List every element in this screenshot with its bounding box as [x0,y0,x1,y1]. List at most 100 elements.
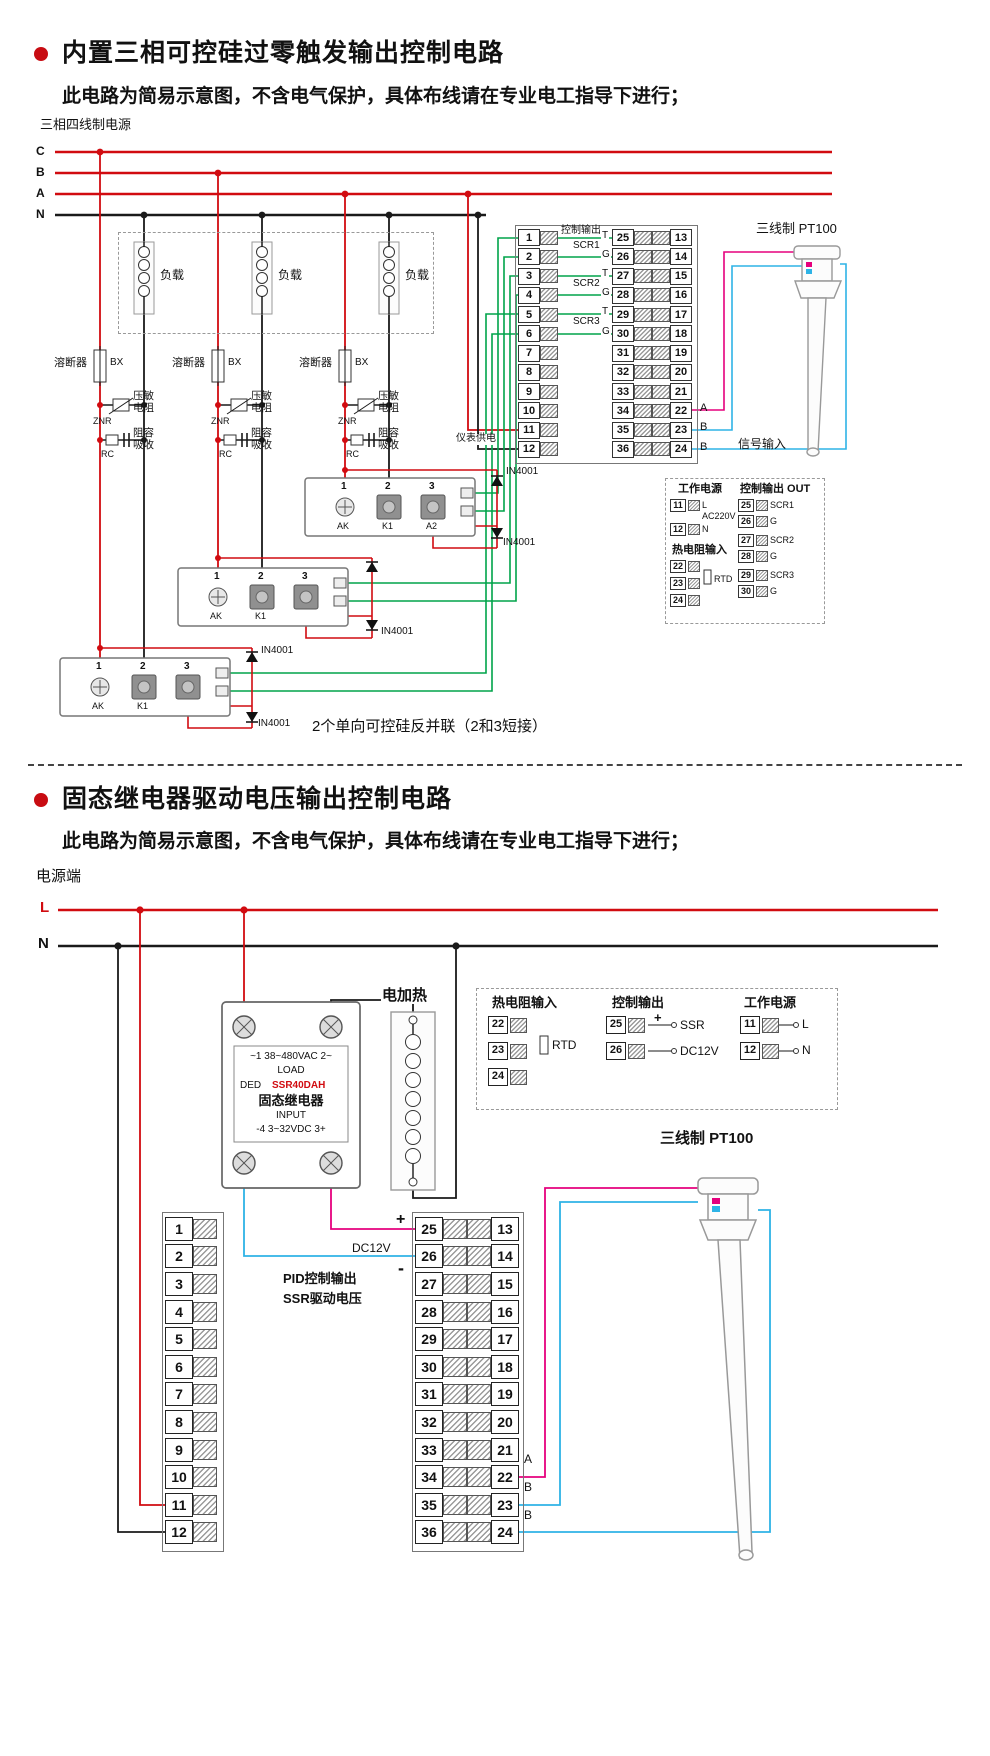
dc12v-label: DC12V [352,1241,391,1255]
terminal-row: 10 [165,1463,217,1491]
terminal-screw-icon [443,1273,467,1294]
section2-title: 固态继电器驱动电压输出控制电路 [62,785,453,813]
module-pin: 1 [341,481,347,492]
terminal-number: 20 [670,363,692,381]
terminal-screw-icon [540,326,558,341]
terminal-row: 35 [415,1491,467,1519]
terminal-number: 3 [165,1271,193,1296]
terminal-number: 11 [165,1492,193,1517]
terminal-screw-icon [193,1467,217,1488]
terminal-row: 13 [467,1215,519,1243]
rc-label: 阻容吸收 [251,427,272,452]
heater-label: 电加热 [381,987,429,1004]
diode-chain [218,557,378,639]
terminal-screw-icon [467,1329,491,1350]
terminal-screw-icon [510,1017,527,1033]
terminal-number: 6 [518,325,540,343]
terminal-number: 33 [415,1437,443,1462]
section2-subtitle: 此电路为简易示意图，不含电气保护，具体布线请在专业电工指导下进行； [62,831,690,852]
terminal-screw-icon [652,365,670,380]
terminal-number: 33 [612,383,634,401]
terminal-row: 30 [415,1353,467,1381]
terminal-row: 2 [165,1243,217,1271]
phase-label-b: B [36,165,45,179]
legend-terminal-row: 24 [488,1068,527,1086]
terminal-row: 24 [652,440,692,459]
terminal-row: 35 [612,421,652,440]
terminal-number: 7 [165,1382,193,1407]
rtd-symbol [703,569,712,585]
pt100-label: 三线制 PT100 [756,221,837,236]
terminal-row: 36 [612,440,652,459]
terminal-row: 21 [467,1436,519,1464]
terminal-screw-icon [193,1494,217,1515]
terminal-screw-icon [756,500,768,511]
fuse-label: 溶断器 [299,357,332,369]
terminal-number: 15 [670,267,692,285]
section1-subtitle: 此电路为简易示意图，不含电气保护，具体布线请在专业电工指导下进行； [62,86,690,107]
load-label: 负载 [160,268,185,282]
terminal-screw-icon [193,1218,217,1239]
varistor-code: ZNR [338,416,357,426]
terminal-row: 16 [467,1298,519,1326]
terminal-number: 2 [165,1244,193,1269]
terminal-number: 19 [670,344,692,362]
line-n-label: N [38,935,49,952]
terminal-number: 18 [491,1354,519,1379]
section-bullet [34,47,48,61]
ssr-input-line: -4 3~32VDC 3+ [256,1124,326,1135]
terminal-number: 13 [491,1216,519,1241]
scr-pin-label: SCR1 [572,240,601,252]
terminal-row: 2 [518,247,558,266]
terminal-screw-icon [688,578,700,589]
legend-terminal-label: SCR1 [770,500,795,511]
terminal-number: 34 [612,402,634,420]
legend-work-power-title: 工作电源 [678,483,722,495]
terminal-screw-icon [467,1356,491,1377]
pt100-probe [692,245,847,457]
terminal-row: 29 [612,305,652,324]
terminal-row: 33 [612,382,652,401]
load-coil [251,241,273,315]
legend-terminal-row: 22 [670,560,700,573]
terminal-screw-icon [540,423,558,438]
scr-pin-label: G [601,249,611,261]
terminal-number: 5 [165,1327,193,1352]
plus-label: + [396,1211,406,1228]
terminal-row: 6 [165,1353,217,1381]
terminal-row: 6 [518,324,558,343]
legend-terminal-number: 23 [488,1042,508,1060]
terminal-screw-icon [510,1043,527,1059]
terminal-screw-icon [510,1069,527,1085]
signal-terminal-letter: B [700,441,708,453]
terminal-screw-icon [634,288,652,303]
terminal-number: 35 [612,421,634,439]
module-terminal: AK [337,521,350,531]
terminal-row: 19 [467,1381,519,1409]
terminal-screw-icon [443,1411,467,1432]
fuse [211,346,225,386]
terminal-row: 24 [467,1519,519,1547]
terminal-screw-icon [443,1522,467,1543]
terminal-number: 10 [165,1465,193,1490]
terminal-number: 16 [670,286,692,304]
terminal-row: 15 [467,1270,519,1298]
terminal-screw-icon [443,1439,467,1460]
terminal-screw-icon [193,1246,217,1267]
diode-label: IN4001 [503,537,536,548]
legend-terminal-number: 22 [488,1016,508,1034]
ssr-voltage-line: ~1 38~480VAC 2~ [250,1051,332,1062]
terminal-block-outline [412,1212,524,1552]
terminal-number: 32 [612,363,634,381]
terminal-number: 8 [165,1409,193,1434]
diode-label: IN4001 [381,626,414,637]
legend-terminal-number: 30 [738,585,754,598]
terminal-number: 29 [415,1327,443,1352]
module-pin: 2 [385,481,391,492]
terminal-screw-icon [634,346,652,361]
diode-chain [345,469,503,549]
